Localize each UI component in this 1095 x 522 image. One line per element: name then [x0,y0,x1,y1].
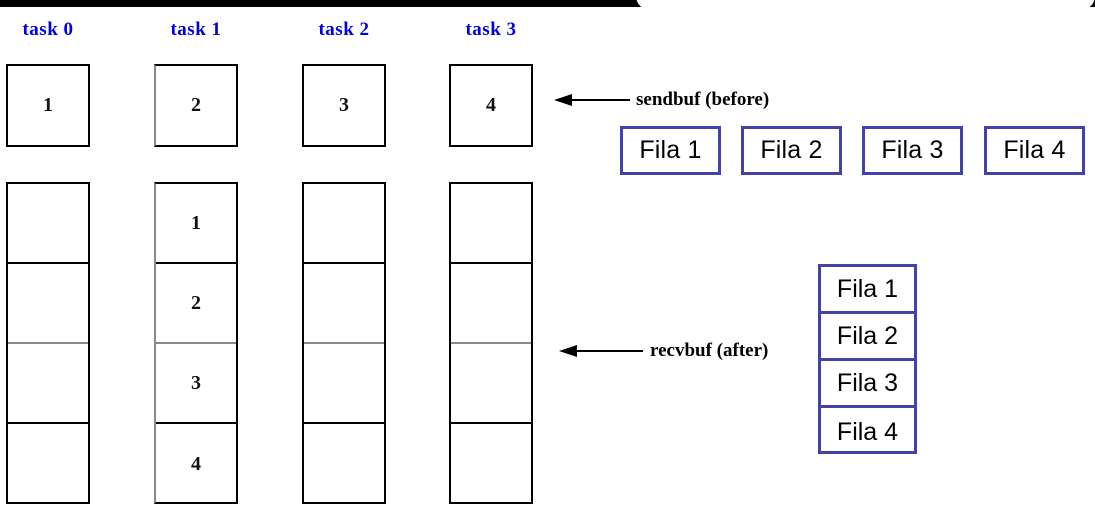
recvbuf-annotation-label: recvbuf (after) [650,340,769,361]
sendbuf-cell-task1: 2 [154,64,238,147]
recvbuf-fila-stack: Fila 1 Fila 2 Fila 3 Fila 4 [818,264,917,454]
task-label-0: task 0 [22,19,74,40]
task-label-2: task 2 [318,19,370,40]
recvbuf-cell: 1 [156,184,236,264]
recvbuf-arrow [557,339,645,363]
sendbuf-fila-box-2: Fila 2 [741,126,842,175]
recvbuf-cell [8,424,88,505]
recvbuf-column-task2 [302,182,386,504]
recvbuf-column-task1: 1 2 3 4 [154,182,238,504]
recvbuf-fila-row-1: Fila 1 [821,267,914,314]
recvbuf-cell [451,344,531,424]
recvbuf-cell: 4 [191,453,201,475]
sendbuf-fila-box-3: Fila 3 [862,126,963,175]
recvbuf-cell [304,424,384,505]
recvbuf-cell [304,344,384,424]
sendbuf-cell-task0: 1 [6,64,90,147]
recvbuf-fila-row-2: Fila 2 [821,314,914,361]
sendbuf-annotation-label: sendbuf (before) [636,89,770,110]
recvbuf-cell: 3 [156,344,236,424]
task-label-1: task 1 [170,19,222,40]
recvbuf-cell [8,264,88,344]
task-label-3: task 3 [465,19,517,40]
recvbuf-column-task3 [449,182,533,504]
recvbuf-fila-row-3: Fila 3 [821,361,914,408]
recvbuf-cell [451,424,531,505]
recvbuf-fila-row-4: Fila 4 [836,417,899,446]
recvbuf-cell [304,264,384,344]
white-erase-blob-secondary [648,0,988,10]
recvbuf-cell [8,184,88,264]
recvbuf-cell [8,344,88,424]
recvbuf-cell [304,184,384,264]
sendbuf-cell-task3: 4 [449,64,533,147]
top-black-band [0,0,1095,7]
sendbuf-fila-box-4: Fila 4 [984,126,1085,175]
recvbuf-cell [451,264,531,344]
recvbuf-cell [451,184,531,264]
recvbuf-cell: 2 [156,264,236,344]
sendbuf-cell-task2: 3 [302,64,386,147]
sendbuf-arrow [552,88,632,112]
sendbuf-fila-box-1: Fila 1 [620,126,721,175]
recvbuf-column-task0 [6,182,90,504]
